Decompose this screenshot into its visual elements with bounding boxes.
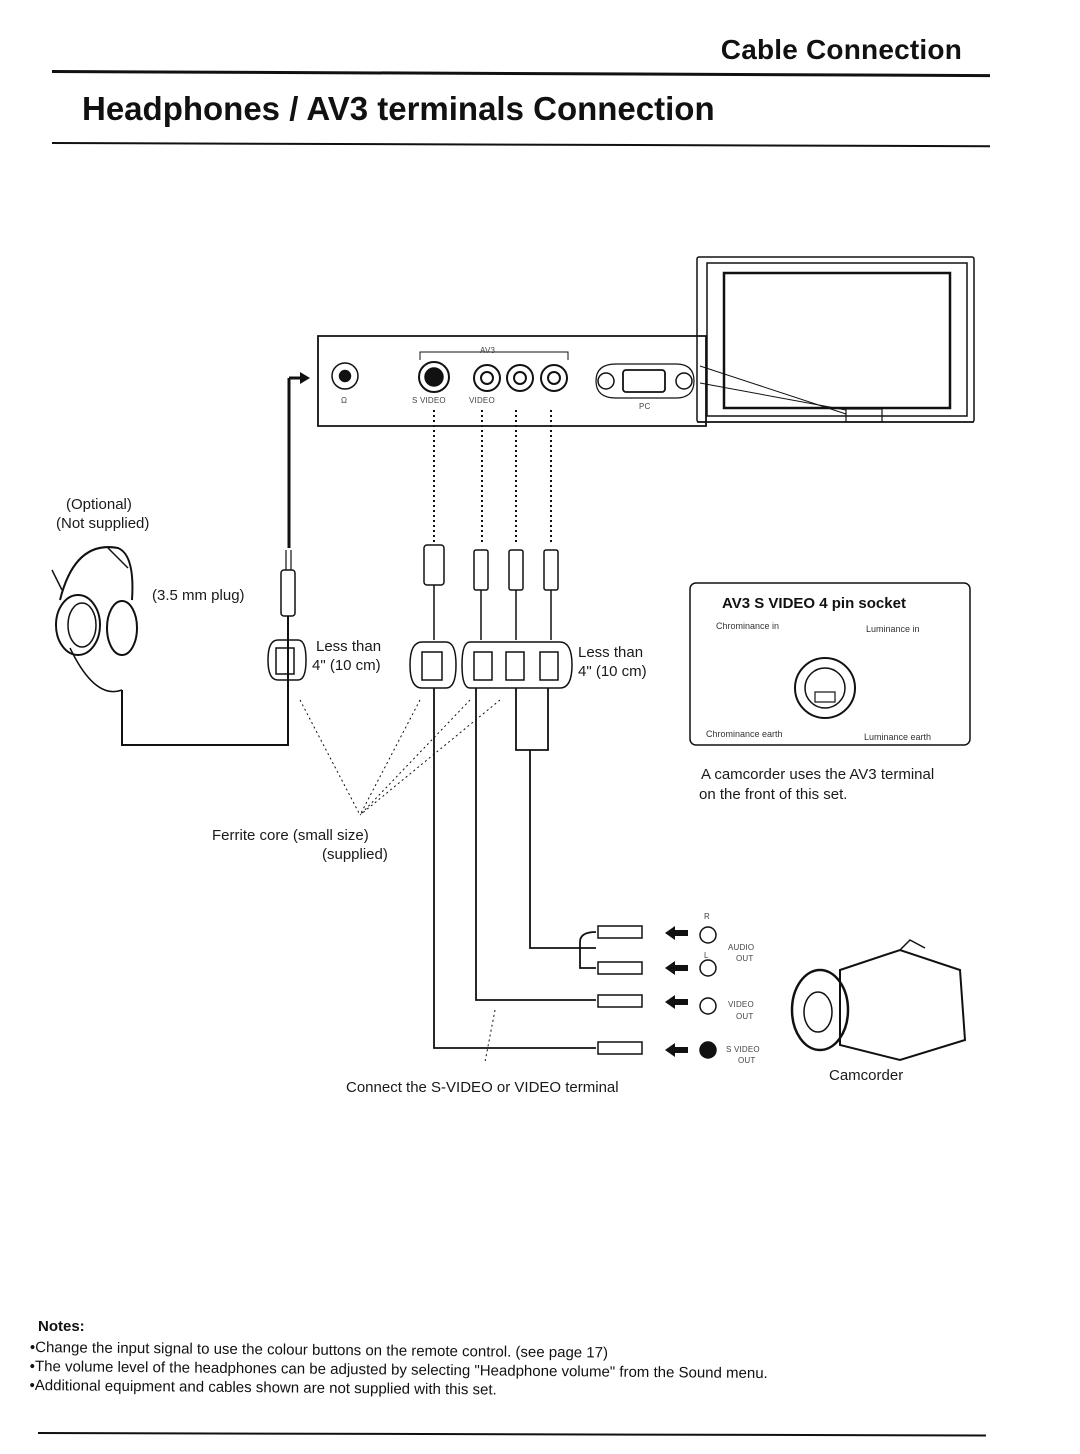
video-out-line2: OUT [736,1012,754,1021]
hp-distance-line1: Less than [316,638,382,655]
tv-monitor [696,256,975,423]
section-title: Cable Connection [720,34,962,65]
audio-out-line2: OUT [736,954,754,963]
page-title: Headphones / AV3 terminals Connection [82,90,715,127]
luma-earth-label: Luminance earth [864,732,932,742]
direction-arrows [300,372,688,1057]
plug-label: (3.5 mm plug) [152,587,245,604]
not-supplied-label: (Not supplied) [56,515,150,532]
video-out-line1: VIDEO [728,1000,754,1009]
connect-note: Connect the S-VIDEO or VIDEO terminal [346,1079,619,1096]
svideo-panel-label: S VIDEO [412,396,446,405]
front-terminal-panel [317,335,707,427]
svideo-out-line1: S VIDEO [726,1045,760,1054]
av-distance-line1: Less than [578,644,644,661]
camcorder-plugs [597,925,717,1059]
camcorder-image [790,939,967,1062]
av3-panel-label: AV3 [480,346,496,355]
av-distance-line2: 4" (10 cm) [578,663,647,680]
camcorder-note-line2: on the front of this set. [699,786,848,803]
camcorder-r-label: R [704,912,710,921]
chroma-in-label: Chrominance in [716,621,780,631]
hp-distance-line2: 4" (10 cm) [312,657,381,674]
ferrite-label-line2: (supplied) [322,846,388,863]
av-plugs [423,544,559,640]
ferrite-label-line1: Ferrite core (small size) [212,827,369,844]
audio-out-line1: AUDIO [728,943,755,952]
chroma-earth-label: Chrominance earth [706,729,783,739]
camcorder-label: Camcorder [829,1067,904,1084]
headphone-cable [121,376,307,746]
ferrite-cores [409,641,573,689]
luma-in-label: Luminance in [866,624,920,634]
camcorder-l-label: L [704,951,709,960]
camcorder-cables [433,688,597,1049]
camcorder-note-line1: A camcorder uses the AV3 terminal [701,766,935,783]
pc-panel-label: PC [639,402,651,411]
notes-title: Notes: [38,1318,85,1335]
headphones-image [51,546,138,693]
ferrite-leaders [299,699,501,1063]
headphone-jack-label: Ω [341,396,348,405]
socket-box-title: AV3 S VIDEO 4 pin socket [722,595,906,612]
svideo-socket-box [689,582,971,746]
notes-list: Change the input signal to use the colou… [29,1338,990,1404]
optional-label: (Optional) [66,496,132,513]
svideo-out-line2: OUT [738,1056,756,1065]
dotted-leads [433,410,552,545]
video-panel-label: VIDEO [469,396,495,405]
